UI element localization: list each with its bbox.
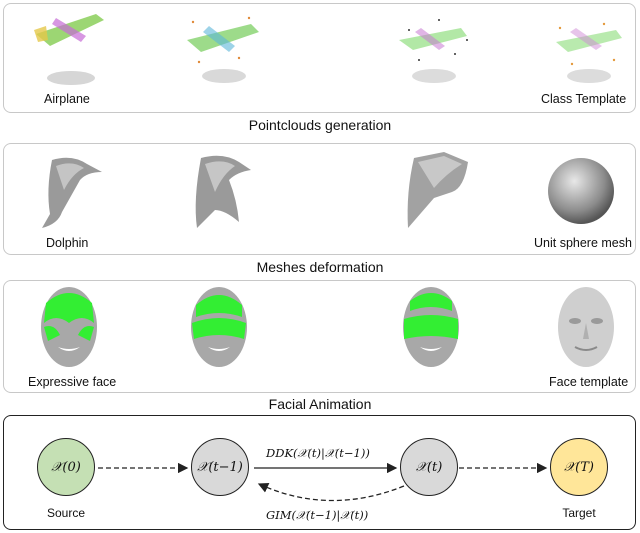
pipeline-arrows	[98, 462, 548, 502]
airplane-label: Airplane	[44, 92, 90, 106]
node-current-math: 𝒳(t)	[415, 459, 443, 475]
arrow-backward-gim	[257, 483, 405, 502]
airplane-pointcloud-3	[399, 19, 468, 83]
class-template-pointcloud	[556, 22, 622, 83]
expressive-face-2	[191, 287, 247, 367]
ddk-label: DDK(𝒳(t)|𝒳(t−1))	[266, 446, 370, 460]
node-source-math: 𝒳(0)	[51, 459, 81, 475]
node-prev-math: 𝒳(t−1)	[197, 459, 243, 475]
expressive-face-label: Expressive face	[28, 375, 117, 389]
meshes-panel: Dolphin Unit sphere mesh	[3, 143, 636, 255]
class-template-label: Class Template	[541, 92, 627, 106]
unit-sphere-label: Unit sphere mesh	[534, 236, 632, 250]
dolphin-label: Dolphin	[46, 236, 89, 250]
airplane-pointcloud-1	[34, 14, 104, 85]
unit-sphere-mesh	[548, 158, 614, 224]
dolphin-mesh-3	[407, 152, 468, 228]
facial-animation-caption: Facial Animation	[268, 396, 372, 412]
face-template	[558, 287, 614, 367]
node-current: 𝒳(t)	[400, 438, 458, 496]
airplane-pointcloud-2	[187, 16, 259, 83]
expressive-face-1	[41, 287, 97, 367]
node-target-math: 𝒳(T)	[564, 459, 594, 475]
expressive-face-3	[403, 287, 459, 367]
node-target: 𝒳(T)	[550, 438, 608, 496]
dolphin-mesh-2	[195, 155, 251, 228]
target-label: Target	[562, 506, 596, 520]
pointclouds-panel: Airplane Class Template	[3, 3, 636, 113]
pointclouds-caption: Pointclouds generation	[248, 117, 392, 133]
node-source: 𝒳(0)	[37, 438, 95, 496]
meshes-caption: Meshes deformation	[256, 259, 384, 275]
gim-label: GIM(𝒳(t−1)|𝒳(t))	[266, 508, 369, 522]
dolphin-mesh-1	[42, 157, 102, 228]
source-label: Source	[46, 506, 86, 520]
face-template-label: Face template	[549, 375, 629, 389]
node-prev: 𝒳(t−1)	[191, 438, 249, 496]
diffusion-pipeline: 𝒳(0) 𝒳(t−1) 𝒳(t) 𝒳(T) Source Target DDK(…	[3, 415, 636, 530]
faces-panel: Expressive face Face template	[3, 280, 636, 393]
